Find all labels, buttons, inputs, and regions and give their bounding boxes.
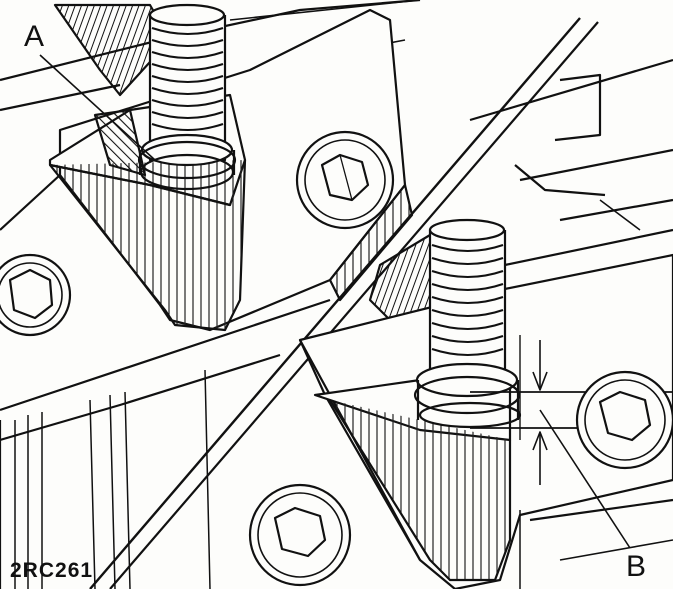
- upper-hex-bolt-left: [0, 253, 72, 337]
- lower-hex-bolt-left: [248, 483, 352, 587]
- upper-threaded-stud: [137, 3, 237, 191]
- upper-view: [0, 0, 421, 337]
- lower-threaded-stud: [413, 218, 522, 429]
- upper-hex-bolt-right: [295, 130, 395, 230]
- figure-reference-number: 2RC261: [10, 559, 94, 582]
- callout-label-a: A: [24, 20, 45, 53]
- view-divider: [89, 17, 581, 589]
- lower-hex-bolt-right: [575, 370, 673, 470]
- lower-view: [248, 58, 673, 589]
- callout-label-b: B: [626, 550, 647, 583]
